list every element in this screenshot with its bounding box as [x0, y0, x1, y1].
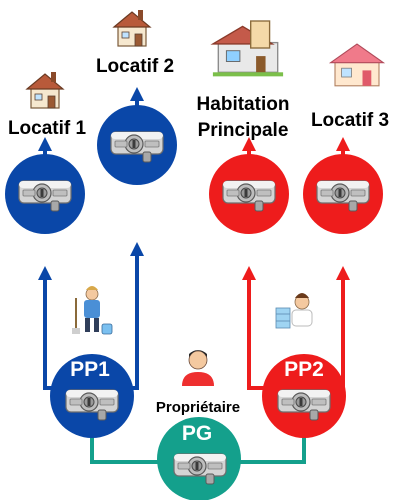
house-icon — [26, 71, 64, 109]
pp2-label: PP2 — [284, 358, 324, 381]
owner-person-icon — [182, 350, 214, 386]
habitation-label-line1: Habitation — [197, 94, 290, 115]
house-icon — [328, 43, 386, 87]
arrowheads — [38, 87, 350, 280]
locatif1-label: Locatif 1 — [8, 118, 87, 139]
house-icon — [210, 20, 284, 77]
node-habitation — [209, 154, 289, 234]
arrow-up-icon — [336, 137, 350, 151]
arrow-up-icon — [38, 266, 52, 280]
node-pp2: PP2 — [262, 354, 346, 438]
node-pg: PG — [157, 417, 241, 500]
house-icon — [113, 9, 151, 47]
cleaner-icon — [72, 286, 113, 335]
node-locatif3 — [303, 154, 383, 234]
node-locatif2 — [97, 105, 177, 185]
housekeeper-icon — [275, 293, 313, 329]
pp1-label: PP1 — [70, 358, 110, 381]
arrow-up-icon — [38, 137, 52, 151]
owner-label: Propriétaire — [156, 399, 240, 416]
habitation-label-line2: Principale — [198, 120, 289, 141]
arrow-up-icon — [336, 266, 350, 280]
arrow-up-icon — [130, 242, 144, 256]
arrow-up-icon — [130, 87, 144, 101]
locatif2-label: Locatif 2 — [96, 56, 174, 77]
connector-pp2-habitation — [247, 272, 273, 390]
node-locatif1 — [5, 154, 85, 234]
node-pp1: PP1 — [50, 354, 134, 438]
arrow-up-icon — [242, 266, 256, 280]
pg-label: PG — [182, 422, 212, 445]
locatif3-label: Locatif 3 — [311, 110, 389, 131]
